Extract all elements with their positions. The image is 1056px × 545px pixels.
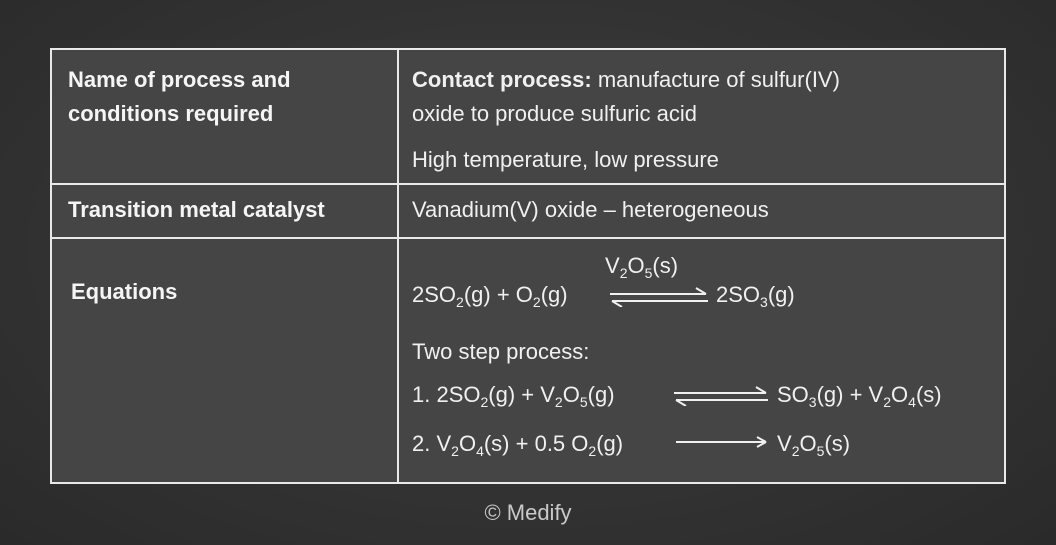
row-label-process: Name of process and conditions required — [68, 63, 291, 131]
main-equation-right: 2SO3(g) — [716, 282, 795, 310]
step1-right: SO3(g) + V2O4(s) — [777, 382, 942, 410]
description-text: manufacture of sulfur(IV) — [591, 67, 840, 92]
table-row: Transition metal catalyst Vanadium(V) ox… — [52, 185, 1004, 239]
forward-arrow — [676, 436, 767, 448]
description-line: oxide to produce sulfuric acid — [412, 101, 697, 126]
main-equation-left: 2SO2(g) + O2(g) — [412, 282, 568, 310]
step2-left: 2. V2O4(s) + 0.5 O2(g) — [412, 431, 624, 459]
copyright-text: © Medify — [484, 500, 572, 525]
row-label-catalyst: Transition metal catalyst — [68, 197, 325, 222]
catalyst-above-arrow: V2O5(s) — [605, 253, 679, 281]
label-line: Name of process and — [68, 67, 291, 92]
equilibrium-arrow — [610, 287, 708, 307]
label-line: conditions required — [68, 101, 274, 126]
process-table: Name of process and conditions required … — [50, 48, 1006, 484]
process-description: Contact process: manufacture of sulfur(I… — [412, 63, 840, 131]
row-label-equations: Equations — [71, 279, 178, 304]
table-row: Name of process and conditions required … — [52, 50, 1004, 185]
column-divider — [397, 50, 399, 482]
process-conditions: High temperature, low pressure — [412, 147, 719, 172]
description-line: Contact process: manufacture of sulfur(I… — [412, 63, 840, 97]
table-row: Equations V2O5(s) 2SO2(g) + O2(g) 2SO3(g… — [52, 239, 1004, 482]
process-name: Contact process: — [412, 67, 592, 92]
step1-left: 1. 2SO2(g) + V2O5(g) — [412, 382, 615, 410]
step2-right: V2O5(s) — [777, 431, 851, 459]
two-step-heading: Two step process: — [412, 339, 590, 364]
catalyst-value: Vanadium(V) oxide – heterogeneous — [412, 197, 769, 222]
equilibrium-arrow — [674, 386, 768, 406]
